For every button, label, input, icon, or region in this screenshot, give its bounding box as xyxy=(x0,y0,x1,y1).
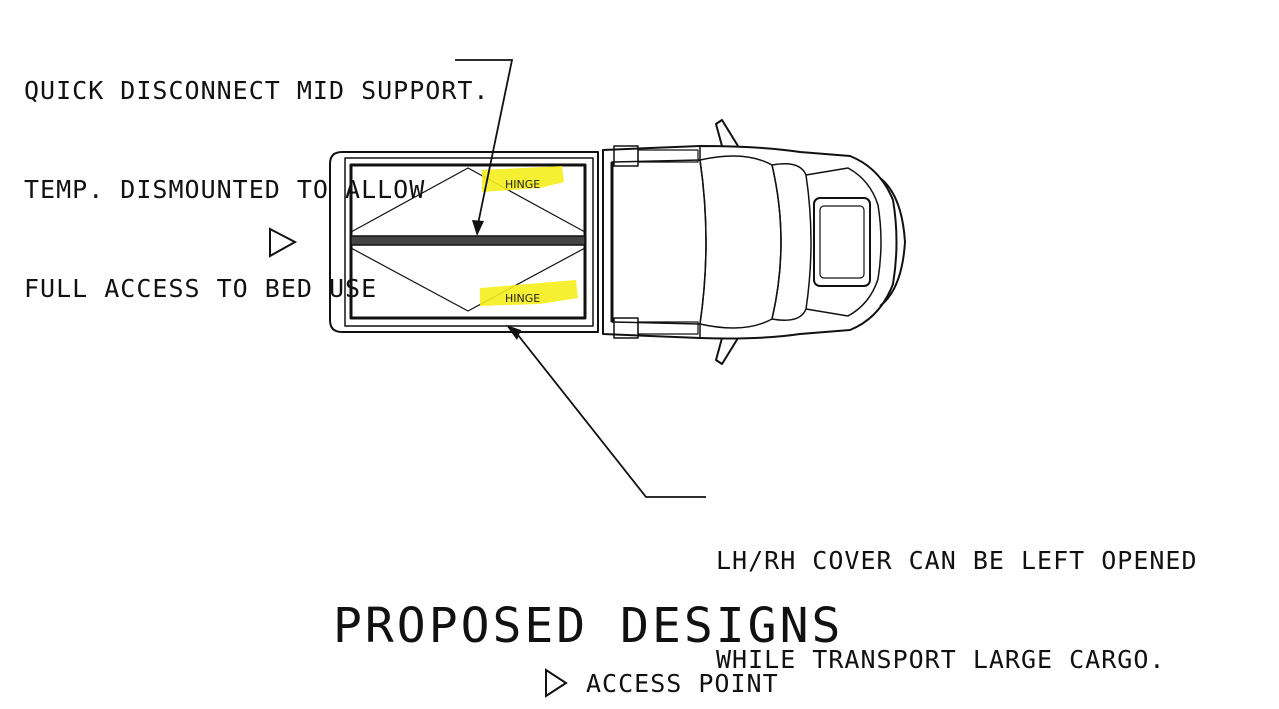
cover-note-line-1: LH/RH COVER CAN BE LEFT OPENED xyxy=(716,546,1198,575)
cab-outline xyxy=(602,145,898,340)
cover-note-line-2: WHILE TRANSPORT LARGE CARGO. xyxy=(716,645,1166,674)
hood-scoop xyxy=(813,197,871,287)
mid-support-note: QUICK DISCONNECT MID SUPPORT. TEMP. DISM… xyxy=(24,8,490,338)
upper-cover-diagonals xyxy=(350,167,586,233)
hood xyxy=(805,167,882,317)
legend-label: ACCESS POINT xyxy=(586,668,779,698)
mid-support-note-line-2: TEMP. DISMOUNTED TO ALLOW xyxy=(24,175,426,204)
legend: ACCESS POINT xyxy=(544,665,779,701)
access-point-marker xyxy=(269,227,298,258)
hinge-upper: HINGE xyxy=(482,166,564,192)
rear-window xyxy=(611,159,707,325)
hinge-upper-label: HINGE xyxy=(505,178,540,191)
cover-arrowhead xyxy=(506,325,521,340)
mid-support-note-line-1: QUICK DISCONNECT MID SUPPORT. xyxy=(24,76,490,105)
mid-support-bar xyxy=(350,235,586,246)
bed-outline xyxy=(329,151,599,333)
hinge-lower: HINGE xyxy=(480,280,578,306)
cover-note: LH/RH COVER CAN BE LEFT OPENED WHILE TRA… xyxy=(716,478,1198,709)
cover-leader xyxy=(513,329,706,498)
lower-cover-diagonals xyxy=(350,247,586,312)
mid-support-arrowhead xyxy=(472,220,484,236)
drawing-title: PROPOSED DESIGNS xyxy=(333,598,844,654)
bed-rail xyxy=(344,157,594,327)
hinge-lower-label: HINGE xyxy=(505,292,540,305)
mirror-left xyxy=(715,119,739,147)
front-bumper xyxy=(879,177,906,307)
mid-support-leader xyxy=(455,59,514,225)
windshield xyxy=(771,163,812,321)
leader-lines xyxy=(455,59,706,498)
triangle-icon xyxy=(545,668,568,698)
mid-support-note-line-3: FULL ACCESS TO BED USE xyxy=(24,274,378,303)
truck-body xyxy=(329,119,906,365)
roof xyxy=(699,155,782,329)
mirror-right xyxy=(715,337,739,365)
